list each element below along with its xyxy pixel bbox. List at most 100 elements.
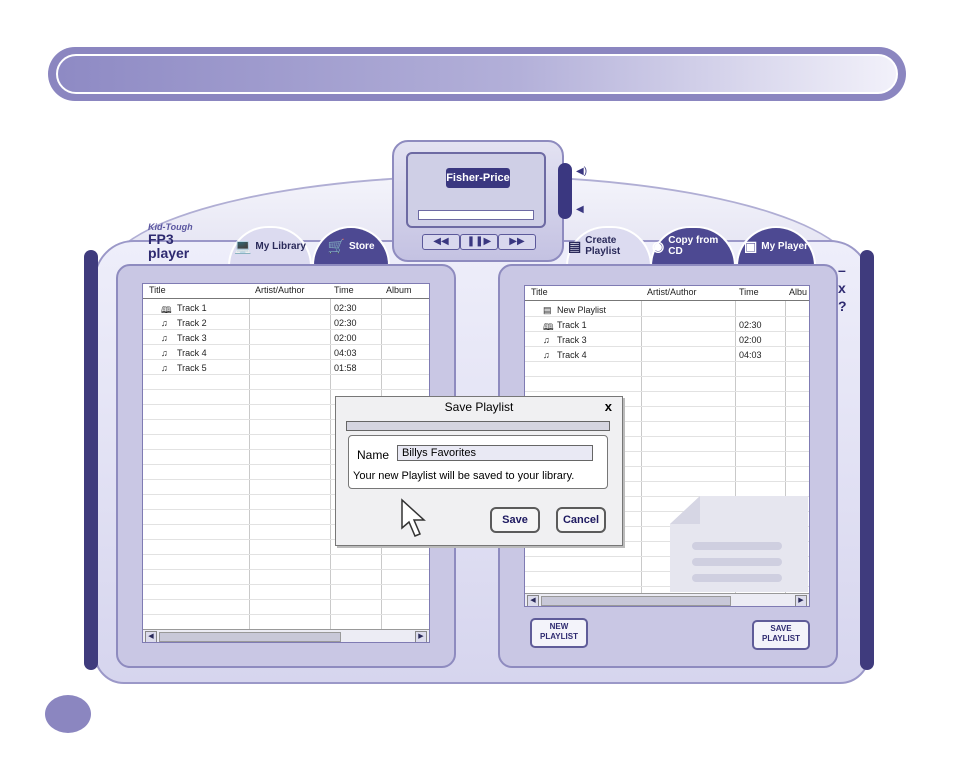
player-screen: Fisher-Price: [406, 152, 546, 228]
pause-play-button[interactable]: ❚❚▶: [460, 234, 498, 250]
list-item[interactable]: ♫ Track 2 02:30: [161, 318, 357, 328]
list-item[interactable]: 🕮 Track 1 02:30: [525, 318, 809, 333]
library-header: Title Artist/Author Time Album: [143, 284, 429, 299]
rewind-button[interactable]: ◀◀: [422, 234, 460, 250]
grid-line: [525, 571, 809, 572]
playlist-name-input[interactable]: [397, 445, 593, 461]
column-artist[interactable]: Artist/Author: [647, 287, 697, 297]
music-note-icon: ♫: [161, 333, 168, 343]
grid-line: [525, 466, 809, 467]
document-icon: ▤: [568, 237, 582, 254]
list-item[interactable]: ♫ Track 3 02:00: [161, 333, 357, 343]
close-button[interactable]: x: [838, 280, 846, 296]
scroll-right-icon[interactable]: ▶: [415, 631, 427, 642]
grid-line: [143, 554, 429, 555]
speaker-soft-icon: ◀: [576, 204, 584, 215]
grid-line: [143, 494, 429, 495]
grid-line: [143, 584, 429, 585]
grid-line: [525, 556, 809, 557]
scroll-left-icon[interactable]: ◀: [527, 595, 539, 606]
music-note-icon: ♫: [543, 350, 550, 360]
right-grip: [860, 250, 874, 670]
grid-line: [143, 464, 429, 465]
grid-line: [143, 404, 429, 405]
name-label: Name: [357, 448, 390, 462]
column-artist[interactable]: Artist/Author: [255, 285, 305, 295]
progress-bar[interactable]: [418, 210, 534, 220]
grid-line: [143, 359, 429, 360]
music-note-icon: ♫: [161, 348, 168, 358]
grid-line: [143, 344, 429, 345]
list-item[interactable]: ♫ Track 4 04:03: [543, 350, 762, 360]
grid-line: [143, 389, 429, 390]
grid-line: [143, 329, 429, 330]
left-grip: [84, 250, 98, 670]
playlist-watermark-icon: [670, 496, 808, 592]
grid-line: [525, 541, 809, 542]
scroll-left-icon[interactable]: ◀: [145, 631, 157, 642]
cancel-button[interactable]: Cancel: [556, 507, 606, 533]
scroll-right-icon[interactable]: ▶: [795, 595, 807, 606]
grid-line: [143, 434, 429, 435]
grid-line: [143, 419, 429, 420]
page-badge: [45, 695, 91, 733]
grid-line: [143, 614, 429, 615]
dialog-divider: [346, 421, 610, 431]
grid-line: [525, 421, 809, 422]
scroll-thumb[interactable]: [159, 632, 341, 642]
column-album[interactable]: Albu: [789, 287, 808, 297]
column-title[interactable]: Title: [531, 287, 548, 297]
list-item[interactable]: ♫ Track 3 02:00: [543, 335, 762, 345]
music-note-icon: ♫: [161, 318, 168, 328]
dialog-message: Your new Playlist will be saved to your …: [353, 470, 575, 482]
scroll-thumb[interactable]: [541, 596, 731, 606]
grid-line: [143, 449, 429, 450]
brand-logo: Fisher-Price: [446, 168, 510, 188]
save-playlist-button[interactable]: SAVE PLAYLIST: [752, 620, 810, 650]
grid-line: [143, 509, 429, 510]
fast-forward-button[interactable]: ▶▶: [498, 234, 536, 250]
grid-line: [143, 599, 429, 600]
grid-line: [525, 436, 809, 437]
grid-line: [525, 361, 809, 362]
dialog-title: Save Playlist: [444, 400, 514, 414]
save-playlist-dialog: Save Playlist x Name Your new Playlist w…: [335, 396, 623, 546]
music-note-icon: ♫: [161, 363, 168, 373]
grid-line: [525, 331, 809, 332]
cd-icon: ◉: [652, 237, 665, 254]
column-time[interactable]: Time: [334, 285, 354, 295]
new-playlist-button[interactable]: NEW PLAYLIST: [530, 618, 588, 648]
grid-line: [525, 451, 809, 452]
grid-line: [143, 569, 429, 570]
grid-line: [525, 346, 809, 347]
column-title[interactable]: Title: [149, 285, 166, 295]
minimize-button[interactable]: –: [838, 262, 846, 278]
list-item[interactable]: 🕮 Track 1 02:30: [143, 301, 429, 316]
list-item[interactable]: ♫ Track 5 01:58: [161, 363, 357, 373]
library-hscroll[interactable]: ◀ ▶: [143, 629, 429, 642]
playlist-icon: ▤: [543, 305, 552, 315]
laptop-icon: 💻: [233, 237, 252, 254]
grid-line: [143, 479, 429, 480]
help-button[interactable]: ?: [838, 298, 847, 314]
grid-line: [143, 314, 429, 315]
header-bar: [48, 47, 906, 101]
dialog-content: Name Your new Playlist will be saved to …: [348, 435, 608, 489]
player-display: Fisher-Price ◀◀ ❚❚▶ ▶▶: [392, 140, 564, 262]
grid-line: [143, 539, 429, 540]
close-icon[interactable]: x: [604, 399, 612, 414]
save-button[interactable]: Save: [490, 507, 540, 533]
column-album[interactable]: Album: [386, 285, 412, 295]
grid-line: [525, 481, 809, 482]
grid-line: [143, 524, 429, 525]
playlist-header: Title Artist/Author Time Albu: [525, 286, 809, 301]
list-item[interactable]: ▤ New Playlist: [543, 305, 607, 315]
list-item[interactable]: ♫ Track 4 04:03: [161, 348, 357, 358]
speaker-loud-icon: ◀): [576, 166, 588, 177]
grid-line: [525, 316, 809, 317]
column-time[interactable]: Time: [739, 287, 759, 297]
playlist-hscroll[interactable]: ◀ ▶: [525, 593, 809, 606]
fp3-logo: Kid-Tough FP3 player: [148, 222, 193, 261]
pointer-cursor-icon: [401, 498, 426, 537]
volume-slider[interactable]: [558, 163, 572, 219]
